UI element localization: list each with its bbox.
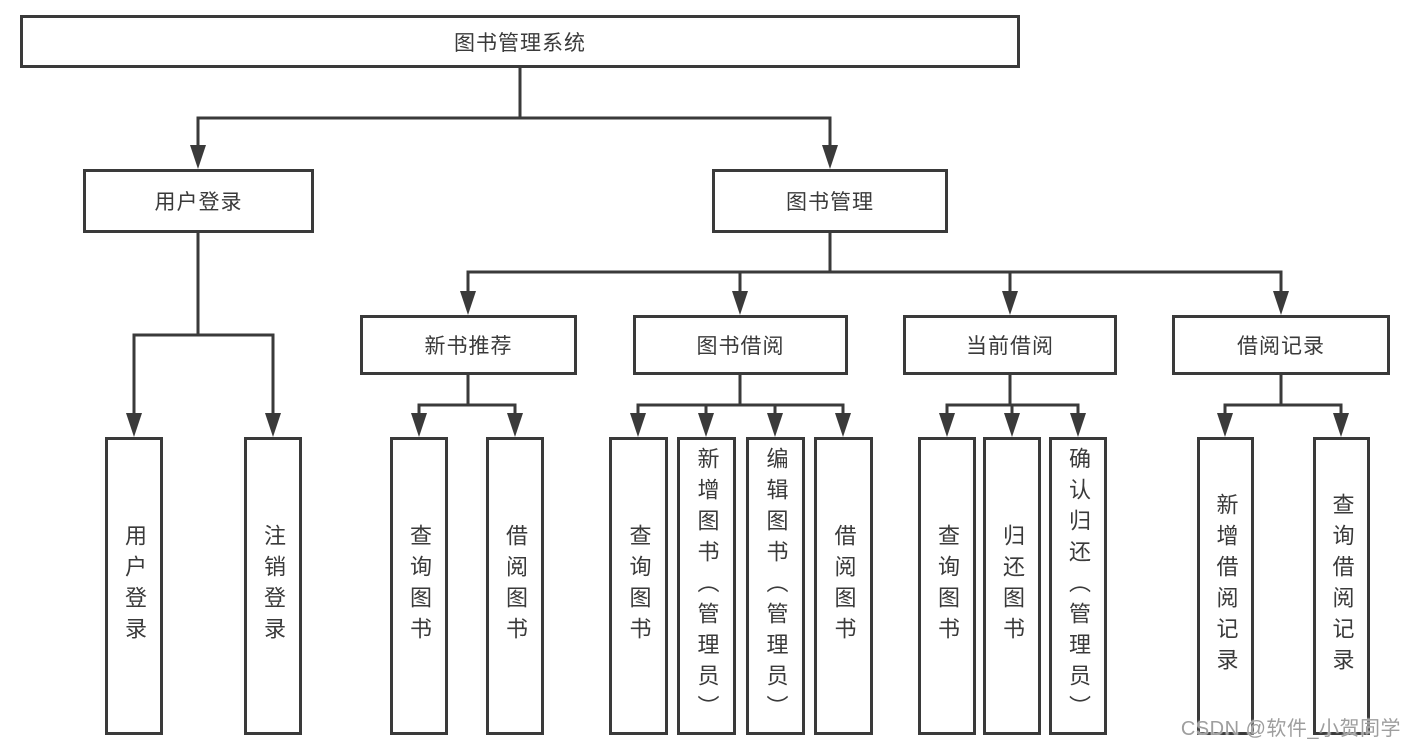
watermark-text: CSDN @软件_小贺同学: [1180, 718, 1401, 740]
node-cb-return: 归还图书: [983, 437, 1041, 735]
node-bb-borrow: 借阅图书: [814, 437, 873, 735]
node-book-borrow: 图书借阅: [633, 315, 848, 375]
node-user-login: 用户登录: [83, 169, 314, 233]
node-nb-borrow: 借阅图书: [486, 437, 544, 735]
node-new-book-rec: 新书推荐: [360, 315, 577, 375]
node-cb-confirm: 确认归还（管理员）: [1049, 437, 1107, 735]
node-cb-query: 查询图书: [918, 437, 976, 735]
node-borrow-records: 借阅记录: [1172, 315, 1390, 375]
node-book-mgmt: 图书管理: [712, 169, 948, 233]
node-current-borrow: 当前借阅: [903, 315, 1117, 375]
node-logout: 注销登录: [244, 437, 302, 735]
node-nb-query: 查询图书: [390, 437, 448, 735]
node-root: 图书管理系统: [20, 15, 1020, 68]
node-login: 用户登录: [105, 437, 163, 735]
node-bb-edit: 编辑图书（管理员）: [746, 437, 805, 735]
node-bb-query: 查询图书: [609, 437, 668, 735]
node-br-query: 查询借阅记录: [1313, 437, 1370, 735]
node-br-add: 新增借阅记录: [1197, 437, 1254, 735]
node-bb-add: 新增图书（管理员）: [677, 437, 736, 735]
